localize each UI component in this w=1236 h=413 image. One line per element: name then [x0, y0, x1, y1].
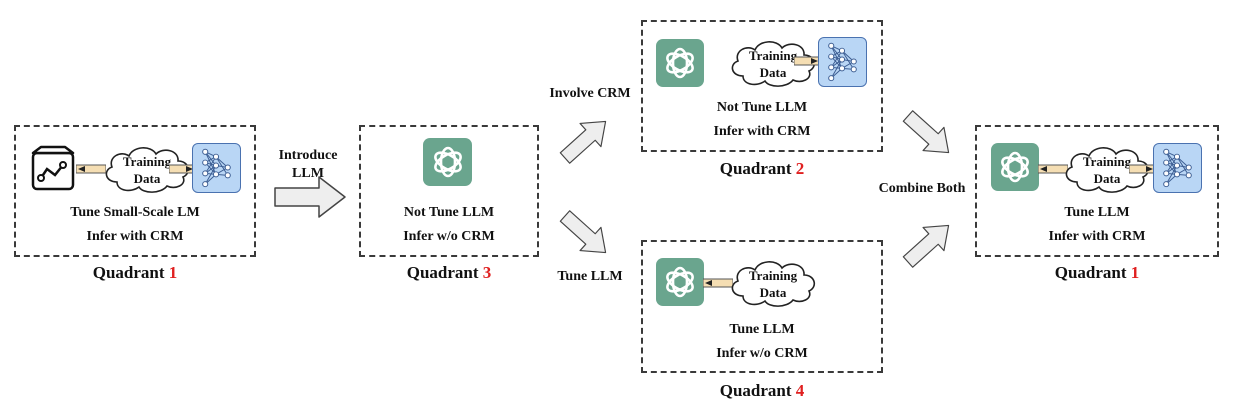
data-arrow-right [793, 54, 821, 68]
quadrant-number: 4 [795, 381, 805, 400]
q4-line-1: Tune LLM [729, 322, 795, 337]
quadrant-word: Quadrant [92, 263, 165, 282]
q1-right-caption: Quadrant 1 [975, 263, 1219, 283]
panel-quadrant-4 [641, 240, 883, 373]
panel-quadrant-1-right [975, 125, 1219, 257]
llm-icon [423, 138, 472, 186]
q2-caption: Quadrant 2 [641, 159, 883, 179]
cloud-line-2: Data [759, 65, 787, 80]
crm-network-icon [192, 143, 241, 193]
tune-llm-arrow [553, 203, 621, 270]
llm-icon [991, 143, 1039, 191]
cloud-line-1: Training [122, 154, 172, 169]
llm-icon [656, 258, 704, 306]
quadrant-word: Quadrant [719, 381, 792, 400]
cloud-line-2: Data [759, 285, 787, 300]
cloud-line-1: Training [748, 48, 798, 63]
combine-both-label: Combine Both [878, 181, 966, 196]
combine-arrow-down [896, 103, 964, 170]
tune-llm-label: Tune LLM [557, 269, 623, 284]
q4-caption: Quadrant 4 [641, 381, 883, 401]
q3-line-1: Not Tune LLM [403, 205, 495, 220]
quadrant-word: Quadrant [719, 159, 792, 178]
q1-left-line-2: Infer with CRM [86, 229, 184, 244]
introduce-llm-arrow [273, 175, 347, 219]
involve-crm-label: Involve CRM [549, 86, 631, 101]
quadrant-word: Quadrant [406, 263, 479, 282]
q4-line-2: Infer w/o CRM [716, 346, 808, 361]
training-data-cloud: Training Data [99, 142, 195, 196]
involve-crm-arrow [553, 106, 621, 171]
cloud-line-1: Training [1082, 154, 1132, 169]
training-data-cloud: Training Data [725, 256, 821, 310]
panel-quadrant-1-left [14, 125, 256, 257]
q1-right-line-2: Infer with CRM [1048, 229, 1146, 244]
q2-line-1: Not Tune LLM [716, 100, 808, 115]
q1-left-caption: Quadrant 1 [14, 263, 256, 283]
q1-right-line-1: Tune LLM [1064, 205, 1130, 220]
combine-arrow-up [896, 210, 964, 275]
small-lm-icon [29, 145, 77, 193]
quadrant-number: 2 [795, 159, 805, 178]
q2-line-2: Infer with CRM [713, 124, 811, 139]
quadrant-word: Quadrant [1054, 263, 1127, 282]
training-data-cloud: Training Data [725, 36, 821, 90]
quadrant-number: 1 [168, 263, 178, 282]
training-data-cloud: Training Data [1059, 142, 1155, 196]
quadrant-number: 3 [482, 263, 492, 282]
cloud-line-1: Training [748, 268, 798, 283]
crm-network-icon [1153, 143, 1202, 193]
cloud-line-2: Data [1093, 171, 1121, 186]
llm-icon [656, 39, 704, 87]
panel-quadrant-3 [359, 125, 539, 257]
quadrant-number: 1 [1130, 263, 1140, 282]
q1-left-line-1: Tune Small-Scale LM [70, 205, 200, 220]
q3-caption: Quadrant 3 [359, 263, 539, 283]
data-arrow-right [1128, 162, 1156, 176]
introduce-label-1: Introduce [278, 148, 338, 163]
crm-network-icon [818, 37, 867, 87]
introduce-label-2: LLM [292, 166, 324, 181]
q3-line-2: Infer w/o CRM [403, 229, 495, 244]
cloud-line-2: Data [133, 171, 161, 186]
panel-quadrant-2 [641, 20, 883, 152]
